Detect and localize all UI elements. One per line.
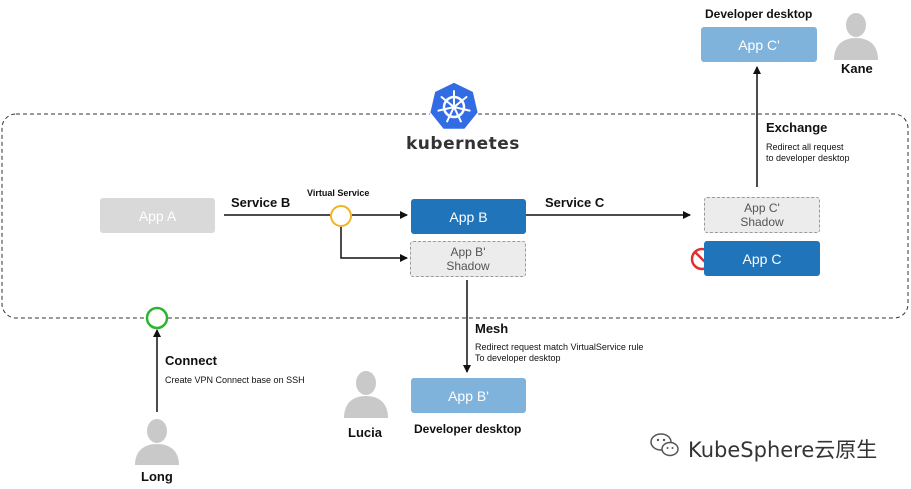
kane-name: Kane: [841, 61, 873, 76]
exchange-desc-line2: to developer desktop: [766, 153, 850, 163]
service-b-label: Service B: [231, 195, 291, 210]
mesh-desc-line1: Redirect request match VirtualService ru…: [475, 342, 644, 352]
app-b-shadow-tag: Shadow: [446, 259, 490, 273]
cluster-boundary: [1, 113, 909, 319]
lucia-name: Lucia: [348, 425, 382, 440]
connect-node: [145, 306, 169, 330]
mesh-label: Mesh: [475, 321, 509, 336]
connect-desc: Create VPN Connect base on SSH: [165, 375, 305, 385]
virtual-service-node: [330, 205, 352, 227]
long-avatar-icon: [135, 419, 179, 465]
app-a-box[interactable]: App A: [100, 198, 215, 233]
app-b-shadow-box[interactable]: App B' Shadow: [410, 241, 526, 277]
long-name: Long: [141, 469, 173, 484]
developer-desktop-top-label: Developer desktop: [705, 7, 813, 21]
app-c-shadow-box[interactable]: App C' Shadow: [704, 197, 820, 233]
lucia-avatar-icon: [344, 371, 388, 418]
app-b-shadow-name: App B': [450, 245, 486, 259]
kubernetes-wordmark: kubernetes: [406, 134, 520, 154]
service-c-label: Service C: [545, 195, 605, 210]
virtual-service-label: Virtual Service: [307, 188, 370, 198]
wechat-icon: [650, 433, 679, 457]
app-b-box[interactable]: App B: [411, 199, 526, 234]
app-c-shadow-tag: Shadow: [740, 215, 784, 229]
kubernetes-logo-icon: [428, 81, 480, 131]
connect-label: Connect: [165, 353, 217, 368]
kane-avatar-icon: [834, 13, 878, 60]
app-c-shadow-name: App C': [744, 201, 780, 215]
app-c-box[interactable]: App C: [704, 241, 820, 276]
app-c-dev-box[interactable]: App C': [701, 27, 817, 62]
developer-desktop-bottom-label: Developer desktop: [414, 422, 522, 436]
exchange-label: Exchange: [766, 120, 828, 135]
vs-to-shadow-b-arrow: [340, 227, 408, 262]
watermark-text: KubeSphere云原生: [688, 438, 878, 462]
exchange-desc-line1: Redirect all request: [766, 142, 844, 152]
app-b-dev-box[interactable]: App B': [411, 378, 526, 413]
mesh-desc-line2: To developer desktop: [475, 353, 561, 363]
